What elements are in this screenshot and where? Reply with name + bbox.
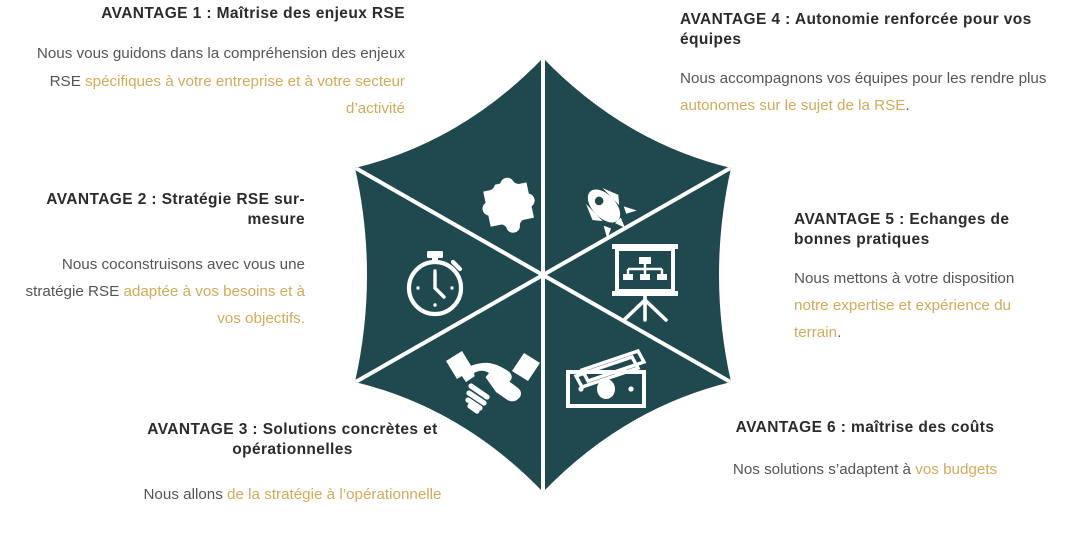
advantage-block-2: AVANTAGE 2 : Stratégie RSE sur-mesure No… xyxy=(10,190,305,332)
advantage-1-body-highlight: spécifiques à votre entreprise et à votr… xyxy=(85,72,405,117)
advantage-6-body: Nos solutions s’adaptent à vos budgets xyxy=(660,456,1070,483)
advantage-1-body: Nous vous guidons dans la compréhension … xyxy=(10,40,405,121)
advantage-3-body-highlight: de la stratégie à l’opérationnelle xyxy=(227,485,442,503)
advantage-2-body-line2: stratégie RSE xyxy=(25,282,124,300)
advantage-4-body-line2: rendre plus xyxy=(970,69,1047,87)
advantage-block-3: AVANTAGE 3 : Solutions concrètes et opér… xyxy=(105,420,480,508)
advantage-3-body: Nous allons de la stratégie à l’opératio… xyxy=(105,481,480,508)
advantage-2-body: Nous coconstruisons avec vous une straté… xyxy=(10,251,305,332)
advantage-3-title: AVANTAGE 3 : Solutions concrètes et opér… xyxy=(147,421,438,459)
advantage-4-body-tail: . xyxy=(905,96,910,114)
advantage-3-body-line1: Nous allons xyxy=(143,485,228,503)
advantage-5-body-line1: Nous mettons à votre disposition xyxy=(794,269,1015,287)
advantage-block-5: AVANTAGE 5 : Echanges de bonnes pratique… xyxy=(794,210,1052,346)
hexagon-svg xyxy=(355,58,731,492)
advantage-1-title: AVANTAGE 1 : Maîtrise des enjeux RSE xyxy=(101,5,405,22)
advantage-5-title: AVANTAGE 5 : Echanges de bonnes pratique… xyxy=(794,211,1010,249)
advantage-2-body-line1: Nous coconstruisons avec vous une xyxy=(61,255,305,273)
advantage-6-body-highlight: vos budgets xyxy=(915,461,998,479)
advantage-5-body-highlight: notre expertise et expérience du terrain xyxy=(794,296,1011,341)
advantage-2-body-highlight: adaptée à vos besoins et à vos objectifs… xyxy=(123,282,305,327)
advantage-block-1: AVANTAGE 1 : Maîtrise des enjeux RSE Nou… xyxy=(10,4,405,122)
advantage-4-title: AVANTAGE 4 : Autonomie renforcée pour vo… xyxy=(680,11,1032,49)
advantage-4-body-line1: Nous accompagnons vos équipes pour les xyxy=(680,69,967,87)
advantage-4-body-highlight: autonomes sur le sujet de la RSE xyxy=(680,96,906,114)
advantage-6-title: AVANTAGE 6 : maîtrise des coûts xyxy=(735,419,995,436)
handshake-icon xyxy=(446,351,540,414)
hexagon-diagram xyxy=(338,50,748,505)
advantage-5-body: Nous mettons à votre disposition notre e… xyxy=(794,265,1052,346)
advantage-1-body-line2: enjeux RSE xyxy=(49,45,405,90)
puzzle-piece-icon xyxy=(482,177,535,233)
banknotes-icon xyxy=(566,348,647,408)
advantage-4-body: Nous accompagnons vos équipes pour les r… xyxy=(680,65,1055,119)
advantage-6-body-line1: Nos solutions s’adaptent à xyxy=(732,461,916,479)
presentation-board-icon xyxy=(612,244,678,322)
rocket-icon xyxy=(586,187,637,239)
advantage-block-6: AVANTAGE 6 : maîtrise des coûts Nos solu… xyxy=(660,418,1070,484)
advantage-2-title: AVANTAGE 2 : Stratégie RSE sur-mesure xyxy=(46,191,305,229)
advantage-5-body-tail: . xyxy=(837,324,842,341)
hexagon-dividers xyxy=(355,58,731,492)
advantage-1-body-line1: Nous vous guidons dans la compréhension … xyxy=(36,45,356,63)
advantage-block-4: AVANTAGE 4 : Autonomie renforcée pour vo… xyxy=(680,10,1055,119)
stopwatch-icon xyxy=(406,251,464,317)
divider-diagonal-up xyxy=(355,156,731,394)
